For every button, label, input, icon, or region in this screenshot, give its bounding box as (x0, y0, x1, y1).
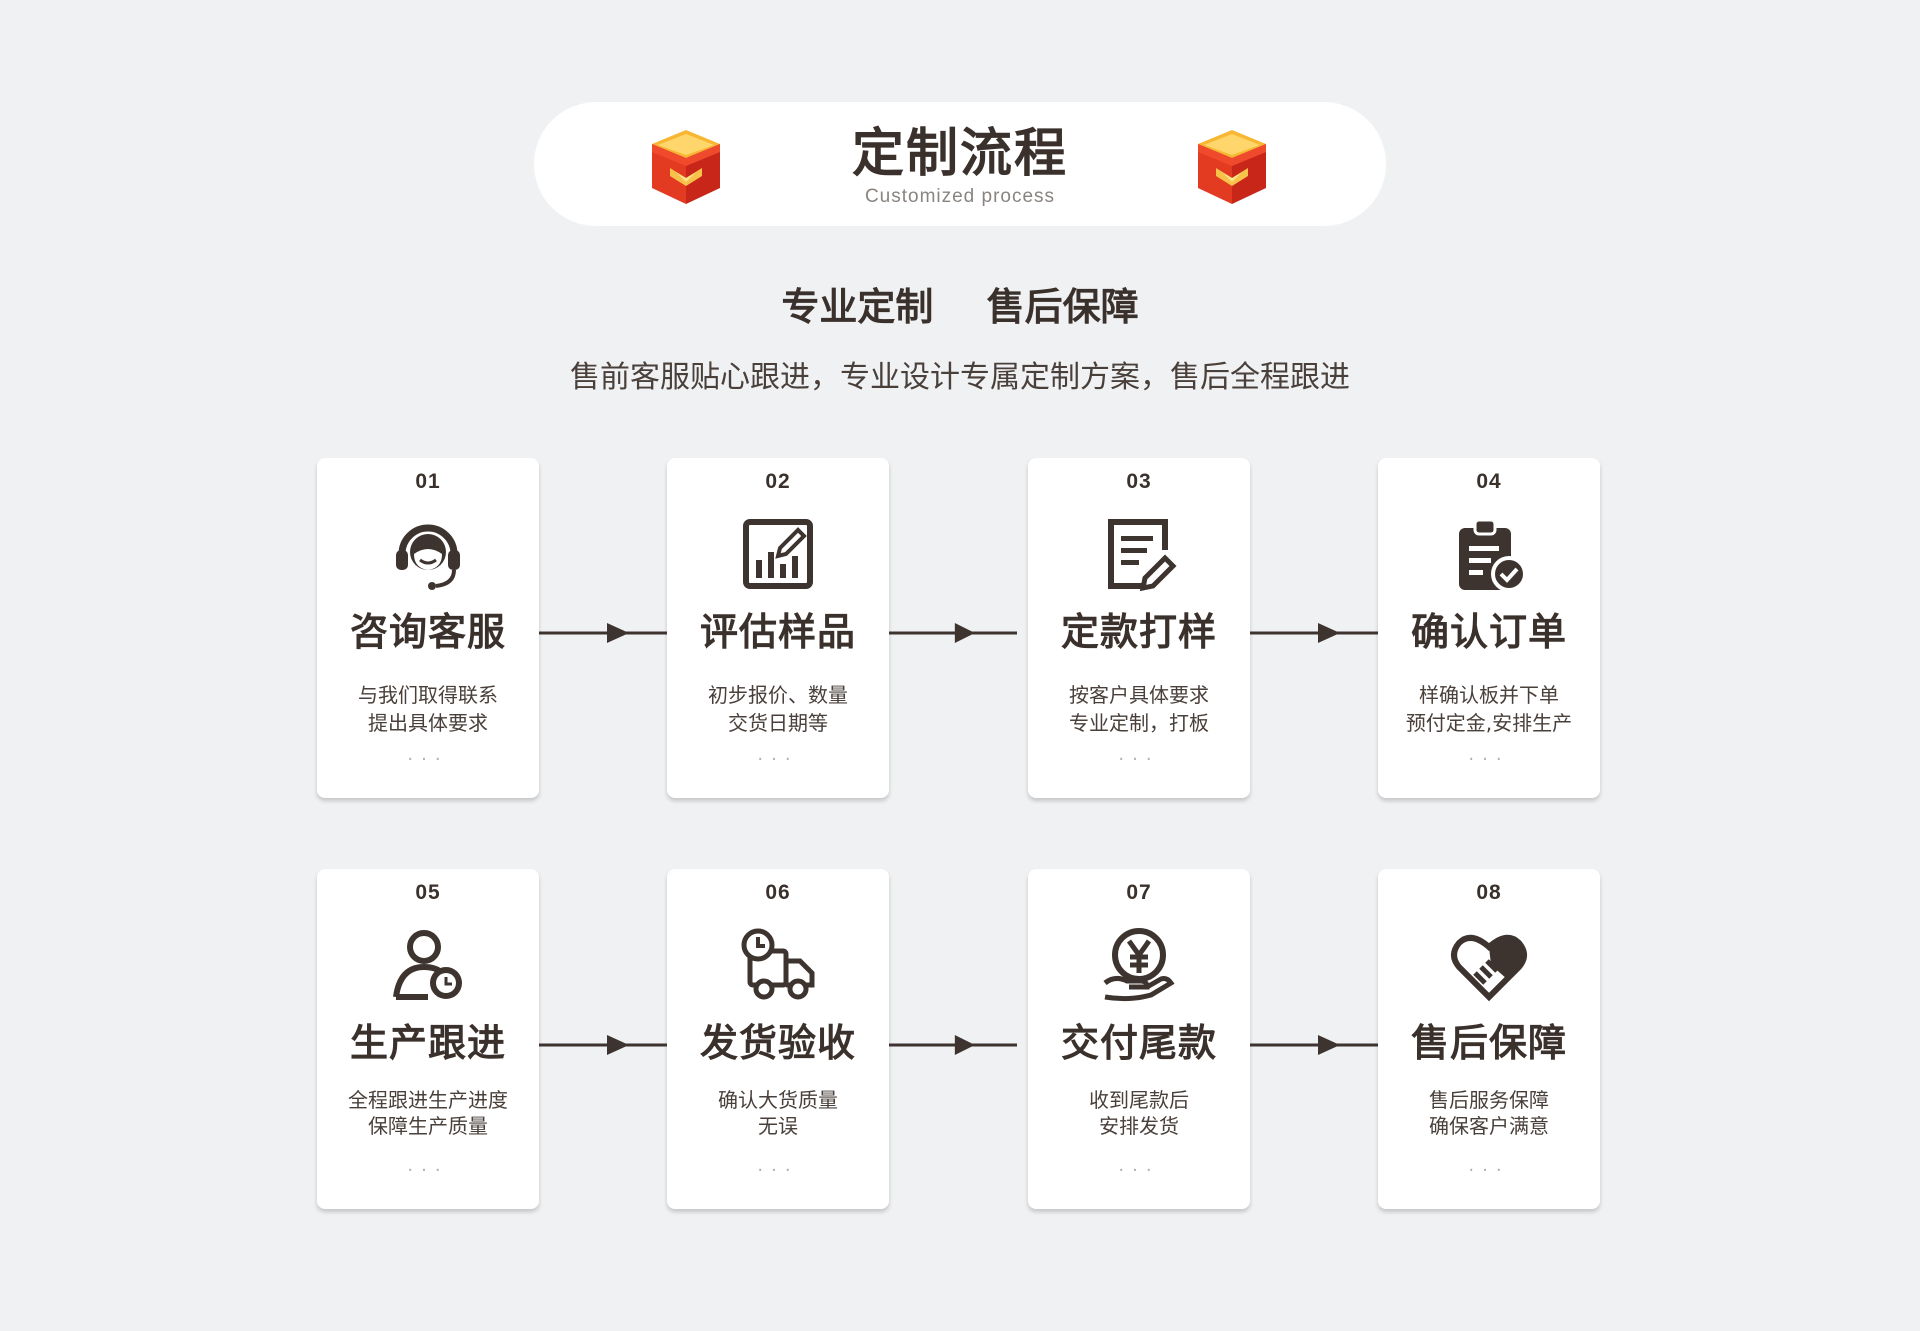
flow-arrow (1250, 623, 1378, 643)
step-card-04: 04 确认订单 样确认板并下单 预付定金,安排生产 ··· (1378, 458, 1600, 798)
step-card-03: 03 定款打样 按客户具体要求 专业定制，打板 ··· (1028, 458, 1250, 798)
headset-icon (396, 524, 460, 590)
flow-arrow (539, 623, 667, 643)
step-number: 06 (765, 881, 791, 904)
step-desc-line1: 初步报价、数量 (708, 683, 848, 707)
step-desc-line2: 保障生产质量 (368, 1114, 488, 1138)
step-desc-line2: 专业定制，打板 (1069, 711, 1209, 735)
step-card-01: 01 咨询客服 与我们取得联系 提出具体要求 ··· (317, 458, 539, 798)
flow-arrow (1250, 1035, 1378, 1055)
section-heading: 专业定制 售后保障 (0, 282, 1920, 332)
step-number: 01 (415, 470, 441, 493)
step-card-07: 07 交付尾款 收到尾款后 安排发货 ··· (1028, 869, 1250, 1209)
step-desc-line1: 按客户具体要求 (1069, 683, 1209, 707)
ellipsis-dots: ··· (757, 1160, 799, 1181)
user-clock-icon (393, 930, 462, 1000)
step-name: 发货验收 (699, 1021, 856, 1065)
step-number: 02 (765, 470, 791, 493)
step-name: 生产跟进 (349, 1021, 506, 1065)
step-number: 03 (1126, 470, 1152, 493)
ellipsis-dots: ··· (1118, 749, 1160, 770)
flow-arrow (539, 1035, 667, 1055)
gift-box-icon (652, 130, 720, 204)
step-number: 08 (1476, 881, 1502, 904)
step-name: 定款打样 (1060, 610, 1217, 654)
delivery-truck-icon (741, 928, 815, 1000)
step-desc-line2: 安排发货 (1099, 1114, 1179, 1138)
step-desc-line1: 与我们取得联系 (358, 683, 498, 707)
step-name: 评估样品 (699, 610, 856, 654)
heading-aftersale: 售后保障 (986, 285, 1139, 329)
step-desc-line2: 无误 (758, 1114, 798, 1138)
clipboard-check-icon (1459, 518, 1527, 592)
ellipsis-dots: ··· (1468, 1160, 1510, 1181)
step-number: 05 (415, 881, 441, 904)
yen-hand-icon (1103, 928, 1175, 1002)
document-pen-icon (1108, 519, 1177, 592)
page-subtitle: Customized process (864, 186, 1056, 207)
ellipsis-dots: ··· (407, 1160, 449, 1181)
tagline: 售前客服贴心跟进，专业设计专属定制方案，售后全程跟进 (570, 360, 1350, 395)
step-desc-line2: 交货日期等 (728, 711, 828, 735)
step-number: 04 (1476, 470, 1502, 493)
heart-handshake-icon (1451, 934, 1527, 1002)
flow-arrow (889, 623, 1017, 643)
heading-professional: 专业定制 (781, 285, 934, 329)
step-name: 咨询客服 (349, 610, 506, 654)
step-desc-line1: 确认大货质量 (718, 1088, 838, 1112)
ellipsis-dots: ··· (1118, 1160, 1160, 1181)
ellipsis-dots: ··· (1468, 749, 1510, 770)
step-name: 确认订单 (1410, 610, 1567, 654)
step-desc-line1: 全程跟进生产进度 (348, 1088, 508, 1112)
step-card-06: 06 发货验收 确认大货质量 无误 ··· (667, 869, 889, 1209)
chart-report-icon (743, 519, 813, 589)
ellipsis-dots: ··· (757, 749, 799, 770)
step-card-02: 02 评估样品 初步报价、数量 交货日期等 ··· (667, 458, 889, 798)
step-name: 交付尾款 (1060, 1021, 1217, 1065)
flow-arrow (889, 1035, 1017, 1055)
step-name: 售后保障 (1410, 1021, 1567, 1065)
ellipsis-dots: ··· (407, 749, 449, 770)
step-card-08: 08 售后保障 售后服务保障 确保客户满意 ··· (1378, 869, 1600, 1209)
step-number: 07 (1126, 881, 1152, 904)
step-desc-line1: 收到尾款后 (1089, 1088, 1189, 1112)
title-banner: 定制流程 Customized process (534, 102, 1386, 226)
step-desc-line2: 提出具体要求 (368, 711, 488, 735)
step-card-05: 05 生产跟进 全程跟进生产进度 保障生产质量 ··· (317, 869, 539, 1209)
page-title: 定制流程 (851, 124, 1068, 184)
gift-box-icon (1198, 130, 1266, 204)
step-desc-line2: 预付定金,安排生产 (1405, 711, 1573, 735)
step-desc-line1: 售后服务保障 (1429, 1088, 1549, 1112)
step-desc-line2: 确保客户满意 (1429, 1114, 1549, 1138)
step-desc-line1: 样确认板并下单 (1419, 683, 1559, 707)
